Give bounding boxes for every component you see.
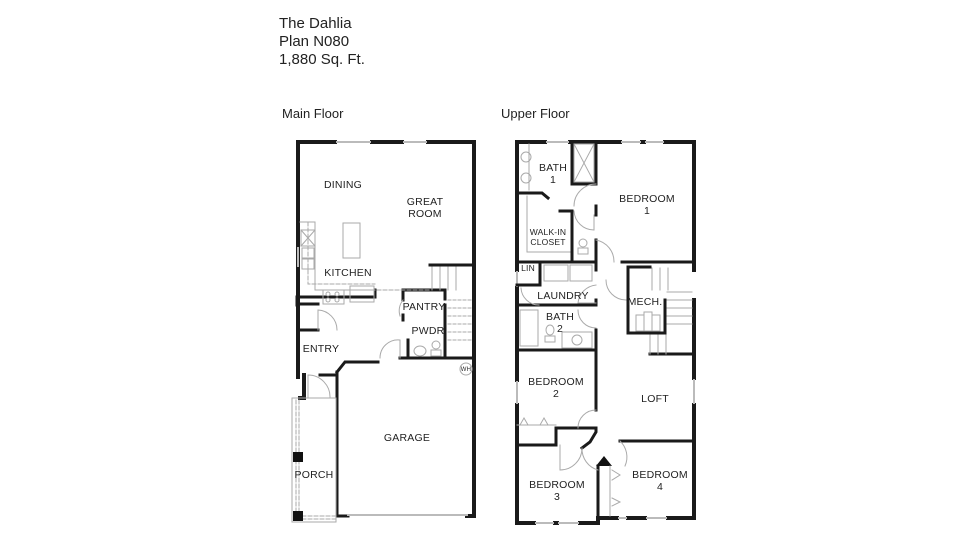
plan-number: Plan N080 [279,33,350,50]
label-bedroom1-1: BEDROOM [619,193,675,205]
label-great-room-1: GREAT [407,196,444,208]
label-bedroom4-2: 4 [657,481,663,493]
label-bath2-1: BATH [546,311,574,323]
upper-floor-plan [515,140,696,525]
label-bath1-1: BATH [539,162,567,174]
upper-exterior-walls [515,140,696,525]
label-dining: DINING [324,179,362,191]
main-floor-plan [291,140,476,523]
label-water-heater: WH [461,367,471,373]
label-walkin-1: WALK-IN [530,227,567,237]
main-interior-walls [295,263,476,518]
label-garage: GARAGE [384,432,430,444]
label-pantry: PANTRY [403,301,446,313]
plan-title-block: The Dahlia Plan N080 1,880 Sq. Ft. [279,15,365,69]
label-bath2-2: 2 [557,323,563,335]
label-bedroom4-1: BEDROOM [632,469,688,481]
label-walkin-2: CLOSET [530,237,565,247]
label-pwdr: PWDR [412,325,445,337]
label-loft: LOFT [641,393,669,405]
main-floor-label: Main Floor [282,106,344,121]
label-great-room-2: ROOM [408,208,441,220]
plan-name: The Dahlia [279,15,352,32]
label-entry: ENTRY [303,343,339,355]
upper-floor-label: Upper Floor [501,106,570,121]
label-kitchen: KITCHEN [324,267,372,279]
label-porch: PORCH [295,469,334,481]
label-bedroom2-1: BEDROOM [528,376,584,388]
label-bedroom2-2: 2 [553,388,559,400]
label-bedroom1-2: 1 [644,205,650,217]
room-labels: DINING GREAT ROOM KITCHEN PANTRY PWDR EN… [295,162,688,503]
label-mech: MECH. [628,296,663,308]
label-bedroom3-2: 3 [554,491,560,503]
label-bath1-2: 1 [550,174,556,186]
label-laundry: LAUNDRY [537,290,588,302]
upper-interior-walls [515,140,696,520]
main-exterior-walls [296,140,476,518]
label-lin: LIN [521,263,535,273]
plan-square-feet: 1,880 Sq. Ft. [279,51,365,68]
label-bedroom3-1: BEDROOM [529,479,585,491]
